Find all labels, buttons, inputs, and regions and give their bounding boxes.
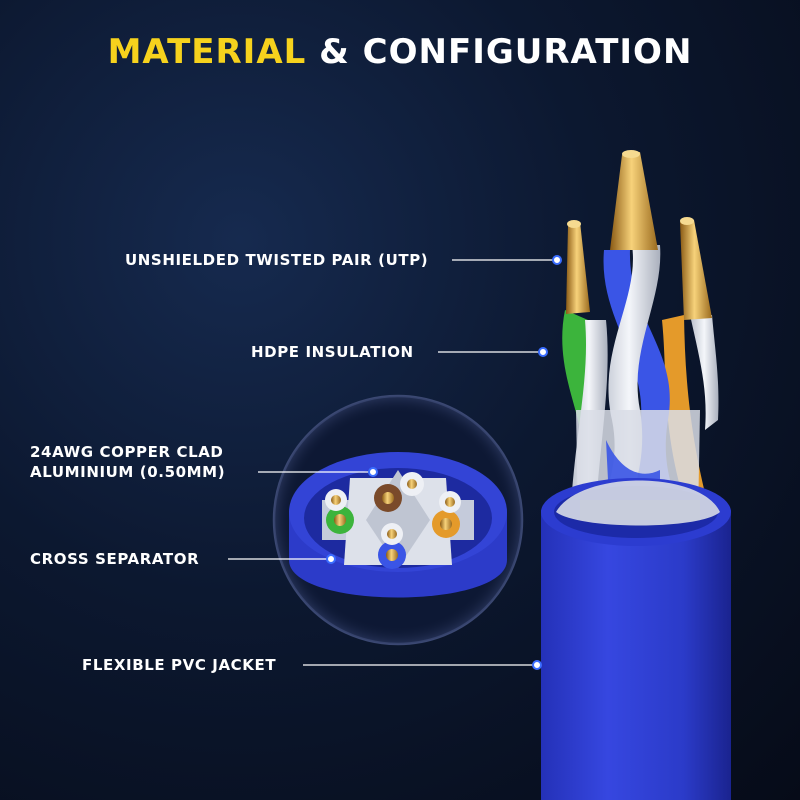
callout-dots <box>326 255 562 670</box>
cable-main <box>541 150 731 800</box>
copper-conductors <box>566 150 712 320</box>
callout-lines <box>228 259 556 666</box>
cross-section-inset <box>272 394 524 646</box>
label-utp: UNSHIELDED TWISTED PAIR (UTP) <box>125 251 429 269</box>
label-copper-line2: ALUMINIUM (0.50MM) <box>30 463 226 481</box>
label-jacket: FLEXIBLE PVC JACKET <box>82 656 277 674</box>
callout-dot-hdpe <box>538 347 548 357</box>
page-title: MATERIAL & CONFIGURATION <box>0 32 800 72</box>
callout-dot-copper <box>368 467 378 477</box>
title-accent: MATERIAL <box>107 32 307 72</box>
callout-dot-jacket <box>532 660 542 670</box>
callout-dot-separator <box>326 554 336 564</box>
callout-dot-utp <box>552 255 562 265</box>
label-separator: CROSS SEPARATOR <box>30 550 200 568</box>
wire-pairs-section <box>325 472 461 569</box>
title-rest: & CONFIGURATION <box>319 32 693 72</box>
pvc-jacket <box>541 510 731 800</box>
label-copper-line1: 24AWG COPPER CLAD <box>30 443 224 461</box>
label-hdpe: HDPE INSULATION <box>251 343 414 361</box>
